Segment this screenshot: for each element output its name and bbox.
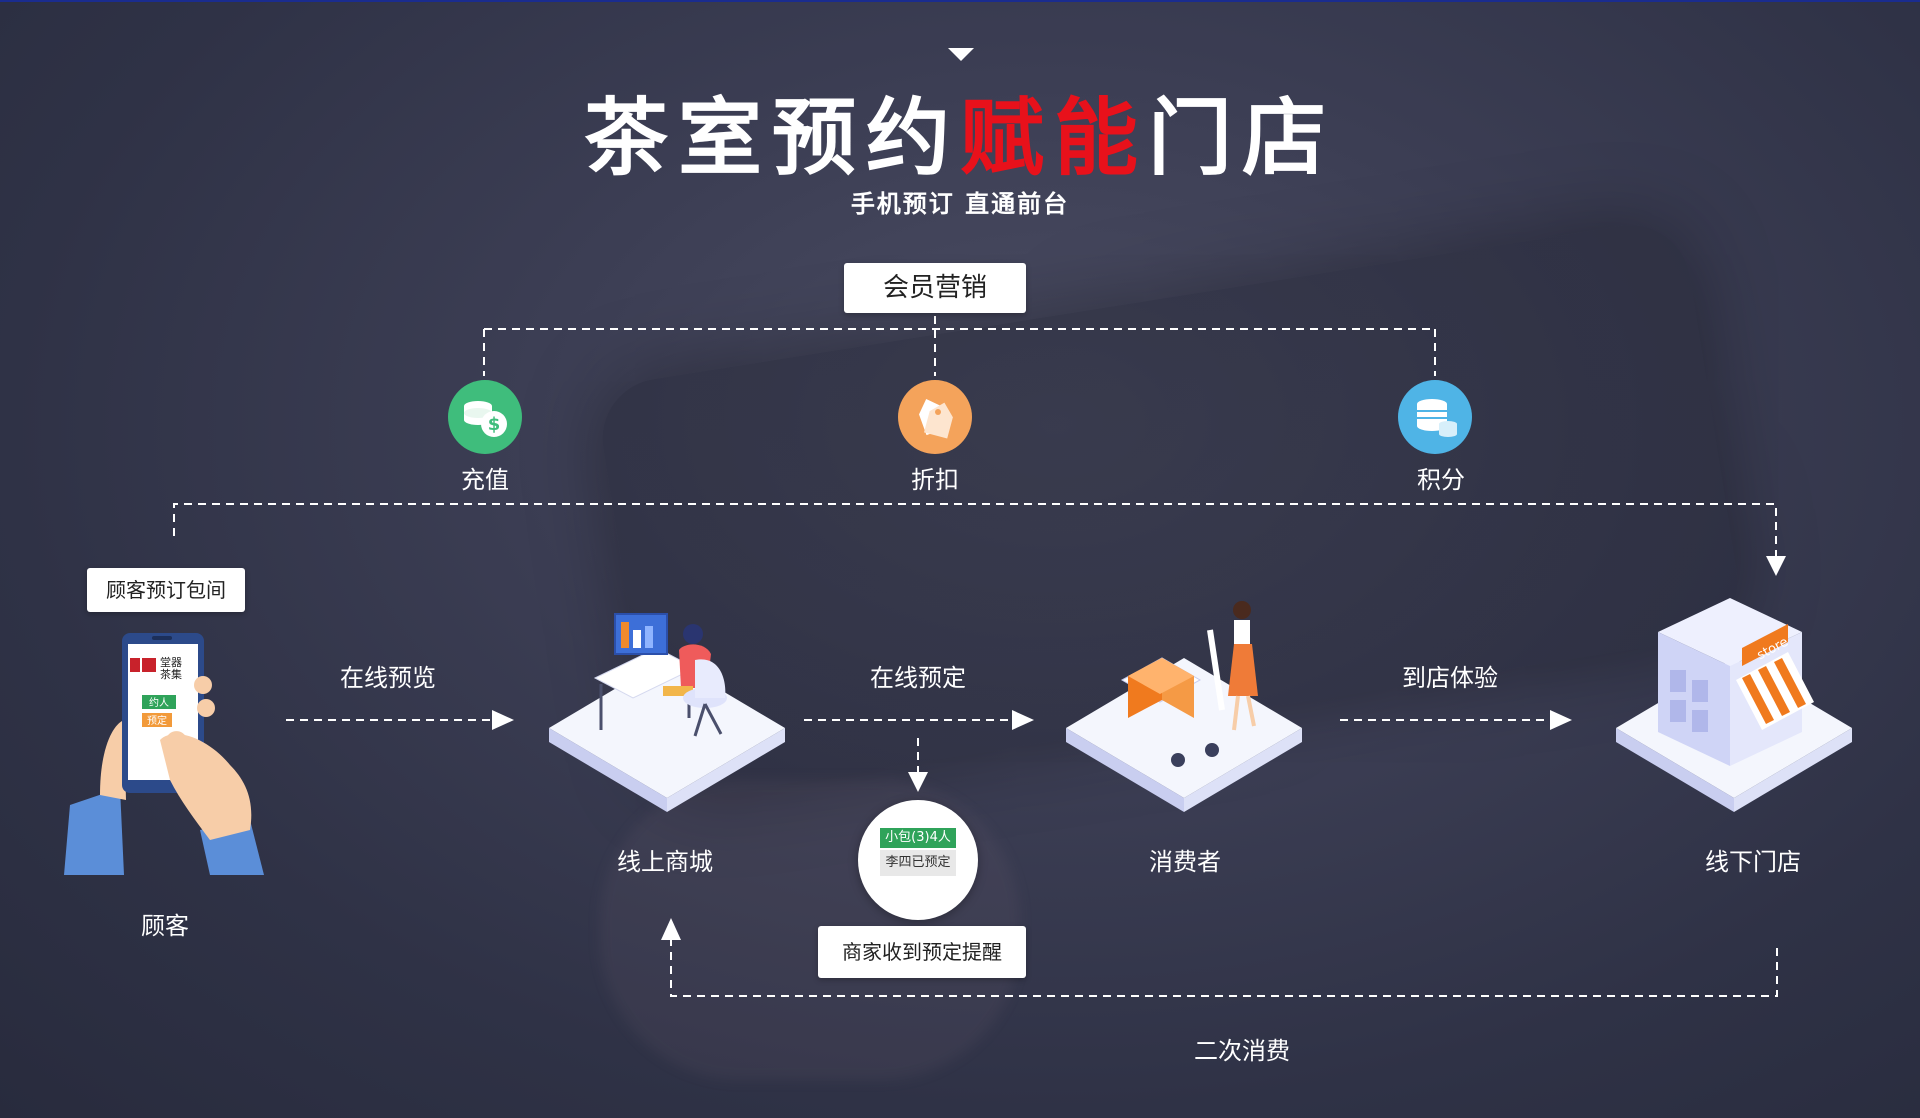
arrow-label-repeat: 二次消费 bbox=[1194, 1037, 1290, 1065]
member-item-recharge: 充值 bbox=[461, 466, 509, 494]
reminder-status: 李四已预定 bbox=[880, 850, 956, 876]
consumer-illustration bbox=[1066, 601, 1302, 812]
phone-hand-illustration: 堂器 茶集 约人 预定 bbox=[64, 633, 264, 875]
page-subtitle: 手机预订 直通前台 bbox=[850, 190, 1070, 218]
arrowhead-reserve bbox=[1012, 710, 1034, 730]
title-part-2: 门店 bbox=[1148, 89, 1337, 187]
phone-btn-invite: 约人 bbox=[149, 696, 169, 709]
arrow-label-visit: 到店体验 bbox=[1402, 664, 1498, 692]
arrow-label-preview: 在线预览 bbox=[340, 664, 436, 692]
node-online-mall: 线上商城 bbox=[617, 848, 713, 876]
arrowhead-visit bbox=[1550, 710, 1572, 730]
merchant-reminder-box: 商家收到预定提醒 bbox=[818, 926, 1026, 978]
member-marketing-label: 会员营销 bbox=[882, 273, 987, 303]
booking-reminder-card: 小包(3)4人 李四已预定 bbox=[858, 800, 978, 920]
offline-store-illustration: store bbox=[1616, 598, 1852, 812]
price-tag-icon bbox=[898, 380, 972, 454]
node-consumer: 消费者 bbox=[1149, 848, 1221, 876]
customer-label: 顾客 bbox=[141, 912, 189, 940]
arrow-label-reserve: 在线预定 bbox=[870, 664, 966, 692]
member-marketing-box: 会员营销 bbox=[844, 263, 1026, 313]
phone-btn-reserve: 预定 bbox=[147, 714, 167, 727]
title-highlight: 赋能 bbox=[959, 89, 1148, 187]
chevron-down-icon bbox=[948, 48, 974, 61]
arrowhead-repeat bbox=[661, 918, 681, 940]
title-part-1: 茶室预约 bbox=[583, 89, 960, 187]
member-item-discount: 折扣 bbox=[911, 466, 959, 494]
phone-text-line2: 茶集 bbox=[160, 667, 182, 681]
coin-stack-icon bbox=[1398, 380, 1472, 454]
svg-text:$: $ bbox=[488, 414, 501, 435]
arrowhead-preview bbox=[492, 710, 514, 730]
reminder-room: 小包(3)4人 bbox=[880, 828, 956, 848]
arrowhead-down-store bbox=[1766, 556, 1786, 576]
node-offline-store: 线下门店 bbox=[1705, 848, 1801, 876]
money-coins-icon: $ bbox=[448, 380, 522, 454]
arrowhead-reminder bbox=[908, 772, 928, 792]
online-mall-illustration bbox=[549, 613, 785, 812]
merchant-reminder-label: 商家收到预定提醒 bbox=[842, 940, 1002, 964]
top-accent-line bbox=[0, 0, 1920, 2]
phone-text-line1: 堂器 bbox=[160, 656, 182, 669]
member-item-points: 积分 bbox=[1417, 466, 1465, 494]
customer-booking-tag: 顾客预订包间 bbox=[87, 568, 245, 612]
customer-booking-label: 顾客预订包间 bbox=[106, 578, 226, 602]
page-title: 茶室预约赋能门店 bbox=[0, 88, 1920, 188]
